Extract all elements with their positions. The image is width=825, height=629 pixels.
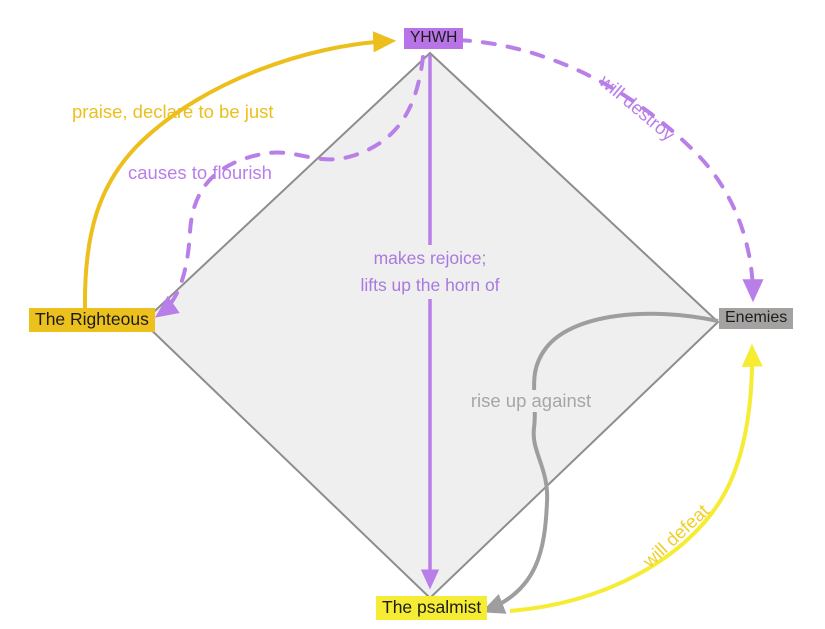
- edge-label-makes-rejoice-line2: lifts up the horn of: [360, 275, 500, 296]
- edge-praise-path: [82, 31, 397, 310]
- edge-label-rise-up-against: rise up against: [464, 390, 598, 412]
- node-yhwh[interactable]: YHWH: [404, 28, 464, 49]
- edge-label-praise: praise, declare to be just: [72, 101, 274, 122]
- edge-causes-flourish-path: [154, 55, 425, 318]
- node-the-psalmist[interactable]: The psalmist: [376, 596, 488, 620]
- edge-label-makes-rejoice: makes rejoice; lifts up the horn of: [355, 245, 505, 300]
- edge-rise-up-path: [481, 311, 719, 614]
- edge-label-makes-rejoice-line1: makes rejoice;: [373, 248, 487, 268]
- node-the-righteous[interactable]: The Righteous: [29, 308, 155, 332]
- edge-label-causes-to-flourish: causes to flourish: [128, 162, 272, 183]
- edge-will-destroy-path: [456, 38, 764, 303]
- edge-will-defeat-path: [509, 343, 763, 613]
- node-enemies[interactable]: Enemies: [719, 308, 794, 329]
